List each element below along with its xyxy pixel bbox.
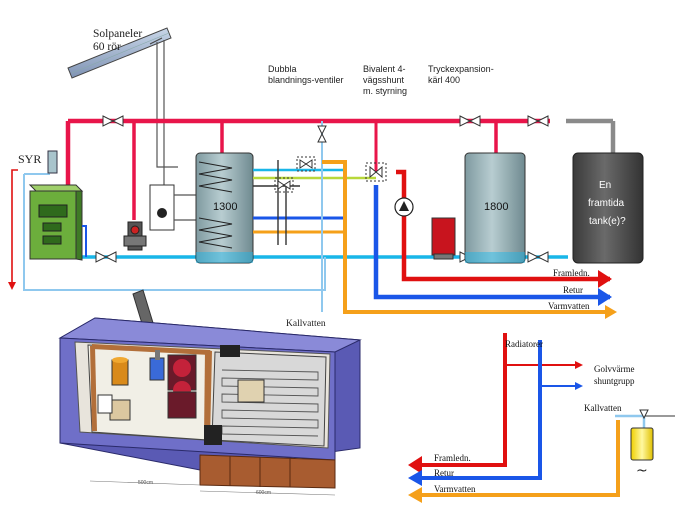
- return-pipe: [373, 185, 610, 300]
- distribution-diagram: ~: [408, 333, 675, 503]
- bivalent-label: Bivalent 4-: [363, 64, 406, 74]
- solar-panel: [67, 27, 172, 79]
- retur-right-label: Retur: [434, 468, 454, 478]
- arrow-right-icon: [598, 270, 612, 288]
- arrow-down-icon: [8, 282, 16, 290]
- framledn-label: Framledn.: [553, 268, 590, 278]
- valve-icon: [317, 125, 327, 143]
- bivalent-label-2: vägsshunt: [363, 75, 405, 85]
- dimension-right-label: 600cm: [256, 490, 271, 496]
- radiatorer-label: Radiatorer: [505, 339, 543, 349]
- bivalent-shunt-icon: [365, 162, 387, 182]
- mixing-valves-label-2: blandnings-ventiler: [268, 75, 344, 85]
- valve-icon: [102, 115, 124, 127]
- solar-controller: [149, 184, 175, 231]
- building-3d: [58, 289, 362, 496]
- svg-text:~: ~: [636, 463, 648, 479]
- solar-label-sub: 60 rör: [93, 41, 121, 53]
- expansion-label: Tryckexpansion-: [428, 64, 494, 74]
- framledn-right-label: Framledn.: [434, 453, 471, 463]
- valve-icon: [527, 251, 549, 263]
- mixing-valve-icon: [274, 177, 294, 193]
- bivalent-label-3: m. styrning: [363, 86, 407, 96]
- syr-label: SYR: [18, 152, 41, 166]
- boiler: [28, 184, 84, 261]
- arrow-right-icon: [605, 305, 617, 319]
- boiler-return-pipe: [82, 225, 87, 257]
- pump-group: [123, 221, 147, 251]
- tank-1300-label: 1300: [213, 201, 237, 213]
- retur-label: Retur: [563, 285, 583, 295]
- mixing-valve-icon: [296, 156, 316, 172]
- tank-1300: [195, 152, 254, 264]
- valve-icon: [95, 251, 117, 263]
- solar-label: Solpaneler: [93, 28, 142, 40]
- syr-outlet-pipe: [11, 169, 18, 285]
- mixing-valves-label: Dubbla: [268, 64, 297, 74]
- tank-1800: [464, 152, 526, 264]
- circulation-pump-icon: [394, 197, 414, 217]
- expansion-vessel: [431, 217, 456, 260]
- future-tank: [572, 152, 644, 264]
- varmvatten-label: Varmvatten: [548, 301, 590, 311]
- kallvatten-right-label: Kallvatten: [584, 403, 622, 413]
- supply-pipe: [396, 169, 610, 282]
- arrow-left-icon: [598, 288, 612, 306]
- golvvarme-label-2: shuntgrupp: [594, 376, 635, 386]
- future-tank-label: En: [599, 180, 611, 191]
- hot-water-pipe: [322, 160, 610, 314]
- valve-icon: [527, 115, 549, 127]
- kallvatten-label: Kallvatten: [286, 319, 326, 329]
- future-tank-label-3: tank(e)?: [589, 216, 626, 227]
- golvvarme-label: Golvvärme: [594, 364, 635, 374]
- expansion-label-2: kärl 400: [428, 75, 460, 85]
- dimension-left-label: 500cm: [138, 480, 153, 486]
- syr-unit: [47, 150, 58, 174]
- varmvatten-right-label: Varmvatten: [434, 484, 476, 494]
- solar-pipe: [156, 42, 178, 168]
- tank-1800-label: 1800: [484, 201, 508, 213]
- valve-icon: [459, 115, 481, 127]
- future-tank-label-2: framtida: [588, 198, 625, 209]
